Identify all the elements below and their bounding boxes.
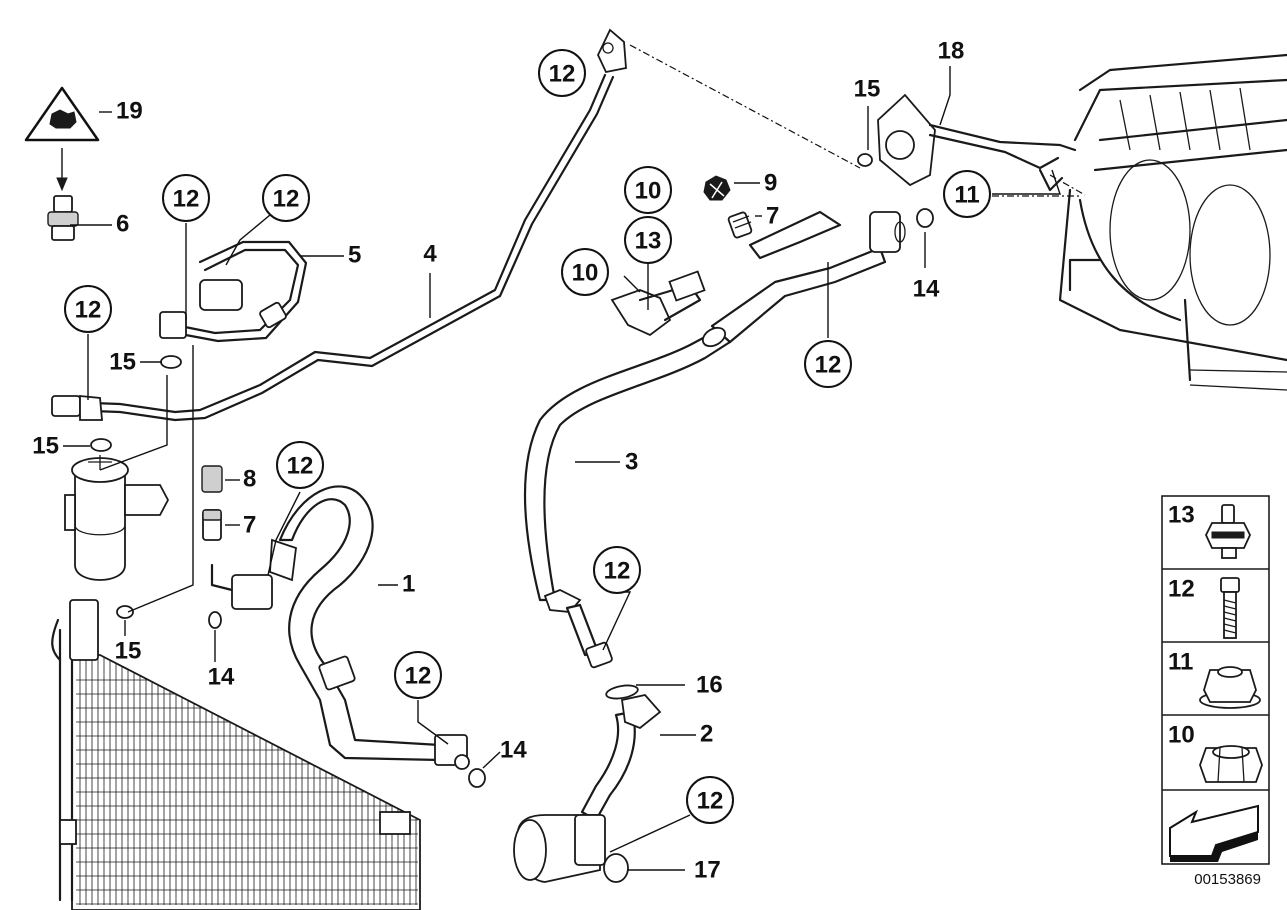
- label-7-right[interactable]: 7: [766, 203, 779, 230]
- callout-13[interactable]: 13: [624, 216, 672, 264]
- pipe-5: [159, 240, 308, 343]
- part-8-cap-left: [201, 465, 223, 493]
- svg-text:12: 12: [549, 61, 576, 88]
- svg-text:12: 12: [1168, 576, 1195, 603]
- expansion-valve-18: [877, 93, 1077, 192]
- label-1[interactable]: 1: [402, 571, 415, 598]
- legend-panel: 13 12 11 10: [1161, 495, 1270, 865]
- svg-text:10: 10: [1168, 722, 1195, 749]
- mount-icon: [1205, 504, 1251, 559]
- bracket-10: [610, 270, 706, 337]
- condenser-fins: [76, 657, 418, 905]
- svg-text:12: 12: [173, 186, 200, 213]
- label-18[interactable]: 18: [938, 38, 965, 65]
- svg-text:12: 12: [273, 186, 300, 213]
- label-5[interactable]: 5: [348, 242, 361, 269]
- callout-12-top[interactable]: 12: [538, 49, 586, 97]
- svg-text:12: 12: [604, 558, 631, 585]
- legend-row-11[interactable]: 11: [1168, 649, 1261, 709]
- pressure-sensor: [47, 195, 79, 241]
- callout-12-hose-3[interactable]: 12: [593, 546, 641, 594]
- legend-row-12[interactable]: 12: [1168, 576, 1240, 639]
- callout-12-hose-1-bottom[interactable]: 12: [394, 651, 442, 699]
- hex-nut-icon: [1199, 745, 1263, 783]
- label-14-left[interactable]: 14: [208, 664, 235, 691]
- leader-lines: [63, 44, 1086, 871]
- label-6[interactable]: 6: [116, 211, 129, 238]
- callout-12-upper-left[interactable]: 12: [162, 174, 210, 222]
- label-19[interactable]: 19: [116, 98, 143, 125]
- collar-nut-icon: [1199, 666, 1261, 709]
- receiver-drier: [64, 455, 170, 581]
- label-17[interactable]: 17: [694, 857, 721, 884]
- pipe-2-compressor: [513, 694, 662, 883]
- bolt-icon: [1220, 577, 1240, 639]
- callout-10-lower[interactable]: 10: [561, 248, 609, 296]
- label-15-right[interactable]: 15: [854, 76, 881, 103]
- label-2[interactable]: 2: [700, 721, 713, 748]
- label-15-condenser[interactable]: 15: [115, 638, 142, 665]
- direction-arrow-icon: [1169, 804, 1259, 862]
- callout-12-right[interactable]: 12: [804, 340, 852, 388]
- condenser-radiator: [51, 599, 421, 910]
- label-7-left[interactable]: 7: [243, 512, 256, 539]
- callout-10-upper[interactable]: 10: [624, 166, 672, 214]
- svg-text:12: 12: [815, 352, 842, 379]
- svg-text:12: 12: [405, 663, 432, 690]
- part-7-valve-left: [202, 509, 222, 541]
- label-14-right[interactable]: 14: [913, 276, 940, 303]
- arrow-head-icon: [56, 177, 68, 192]
- diagram-reference-number: 00153869: [1194, 871, 1261, 888]
- callout-12-pipe-5[interactable]: 12: [262, 174, 310, 222]
- svg-text:13: 13: [635, 228, 662, 255]
- svg-text:11: 11: [954, 182, 979, 209]
- legend-row-10[interactable]: 10: [1168, 722, 1263, 783]
- svg-text:12: 12: [75, 297, 102, 324]
- svg-text:12: 12: [697, 788, 724, 815]
- svg-text:10: 10: [572, 260, 599, 287]
- label-15-upper[interactable]: 15: [109, 349, 136, 376]
- warning-triangle-icon: [24, 86, 100, 142]
- label-4[interactable]: 4: [423, 241, 437, 268]
- svg-text:12: 12: [287, 453, 314, 480]
- hose-1: [210, 485, 470, 770]
- label-15-drier[interactable]: 15: [32, 433, 59, 460]
- svg-text:13: 13: [1168, 502, 1195, 529]
- label-3[interactable]: 3: [625, 449, 638, 476]
- label-9[interactable]: 9: [764, 170, 777, 197]
- label-14-bottom[interactable]: 14: [500, 737, 527, 764]
- pipe-4: [51, 28, 627, 422]
- label-16[interactable]: 16: [696, 672, 723, 699]
- evaporator-housing: [1058, 53, 1287, 391]
- part-9-cap: [703, 175, 731, 201]
- callout-12-compressor[interactable]: 12: [686, 776, 734, 824]
- legend-row-13[interactable]: 13: [1168, 502, 1251, 559]
- label-8[interactable]: 8: [243, 466, 256, 493]
- svg-text:10: 10: [635, 178, 662, 205]
- hose-3: [523, 210, 906, 669]
- part-7-valve-right: [727, 211, 753, 239]
- callout-12-drier[interactable]: 12: [64, 285, 112, 333]
- callout-12-hose-1-top[interactable]: 12: [276, 441, 324, 489]
- svg-text:11: 11: [1168, 649, 1193, 676]
- callout-11[interactable]: 11: [943, 170, 991, 218]
